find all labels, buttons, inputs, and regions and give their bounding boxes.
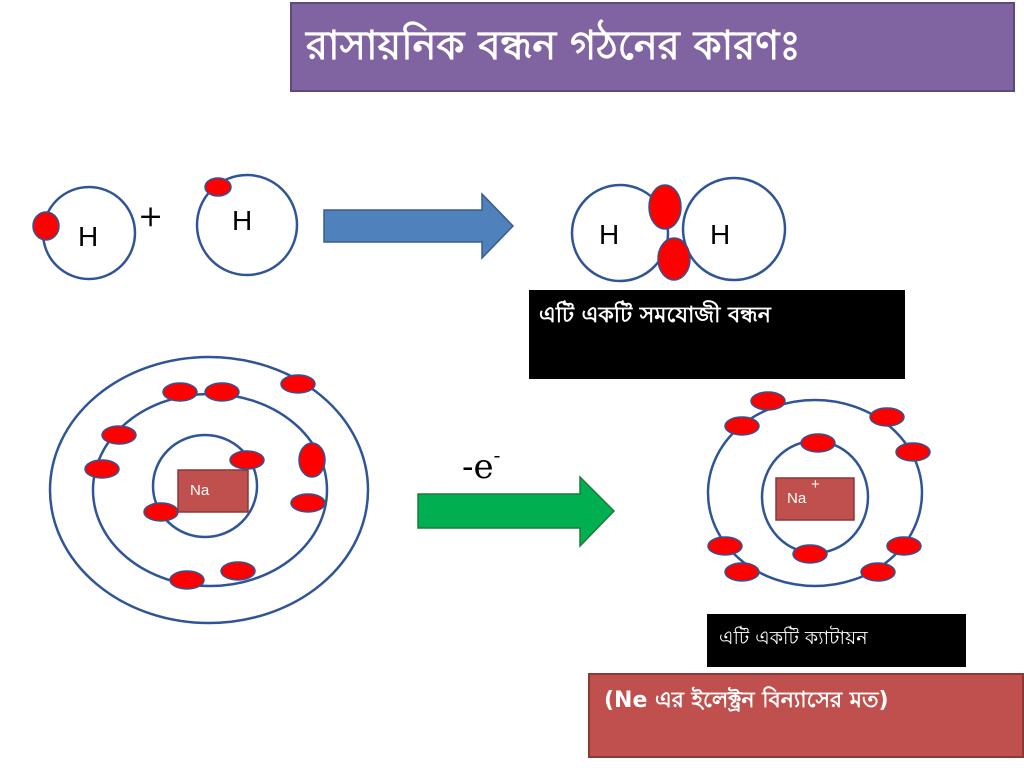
electron: [869, 407, 905, 427]
electron: [280, 374, 316, 394]
atom-label: H: [232, 205, 252, 236]
electron: [290, 493, 326, 513]
plus-sign: +: [138, 199, 163, 234]
electron: [84, 459, 120, 479]
electron: [800, 433, 836, 453]
electron: [220, 561, 256, 581]
electron: [886, 536, 922, 556]
sodium-nucleus: [177, 469, 249, 513]
atom-label: H: [599, 219, 619, 250]
electron: [204, 382, 240, 402]
electron: [204, 177, 232, 197]
cation-caption: এটি একটি ক্যাটায়ন: [707, 614, 966, 667]
electron: [657, 237, 691, 281]
neon-config-caption: (Ne এর ইলেক্ট্রন বিন্যাসের মত): [588, 673, 1024, 758]
electron: [792, 544, 828, 564]
electron: [229, 450, 265, 470]
nucleus-label: Na: [190, 482, 210, 499]
electron: [750, 391, 786, 411]
electron: [724, 416, 760, 436]
electron-loss-label: -e-: [462, 443, 500, 487]
hydrogen-atom-right: H: [195, 173, 299, 277]
right-arrow-icon: [417, 475, 616, 548]
electron: [707, 536, 743, 556]
sodium-ion: Na +: [706, 391, 931, 588]
atom-label: H: [78, 221, 98, 252]
hydrogen-atom-left: H: [32, 185, 137, 281]
electron: [648, 184, 682, 230]
ion-charge: +: [811, 476, 820, 493]
right-arrow-icon: [323, 192, 515, 260]
electron-loss-sup: -: [494, 443, 501, 467]
nucleus-label: Na: [787, 490, 807, 507]
atom-label: H: [710, 219, 730, 250]
sodium-ion-nucleus: [775, 477, 855, 521]
electron: [724, 562, 760, 582]
electron-loss-text: -e: [462, 447, 494, 487]
electron: [169, 570, 205, 590]
electron: [895, 442, 931, 462]
electron: [143, 502, 179, 522]
electron: [860, 562, 896, 582]
hydrogen-molecule: H H: [570, 176, 787, 283]
covalent-caption: এটি একটি সমযোজী বন্ধন: [529, 290, 905, 379]
electron: [101, 425, 137, 445]
page-title: রাসায়নিক বন্ধন গঠনের কারণঃ: [290, 2, 1015, 92]
electron: [162, 382, 198, 402]
electron: [32, 211, 60, 241]
electron: [298, 442, 326, 478]
sodium-atom: Na: [48, 355, 370, 625]
